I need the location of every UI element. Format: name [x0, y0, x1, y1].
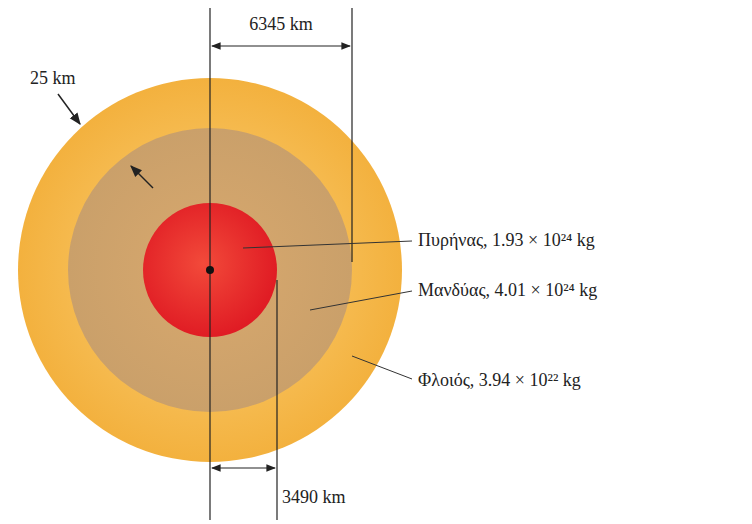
- dimension-label: 3490 km: [282, 486, 346, 508]
- extension-line: [351, 8, 352, 262]
- center-dot: [206, 266, 214, 274]
- extension-line: [276, 280, 277, 520]
- dimension-arrow: [212, 45, 350, 46]
- leader-line: [352, 356, 412, 379]
- dimension-arrow: [212, 467, 275, 468]
- center-axis: [209, 8, 210, 520]
- leader-line: [310, 291, 412, 310]
- dimension-label: 6345 km: [249, 13, 313, 35]
- dimension-label: 25 km: [30, 67, 76, 89]
- layer-label: Μανδύας, 4.01 × 10²⁴ kg: [418, 279, 597, 301]
- layer-label: Πυρήνας, 1.93 × 10²⁴ kg: [418, 229, 595, 251]
- thickness-arrow: [131, 166, 153, 188]
- layer-label: Φλοιός, 3.94 × 10²² kg: [418, 369, 581, 391]
- leader-line: [243, 241, 412, 248]
- thickness-arrow: [58, 94, 80, 124]
